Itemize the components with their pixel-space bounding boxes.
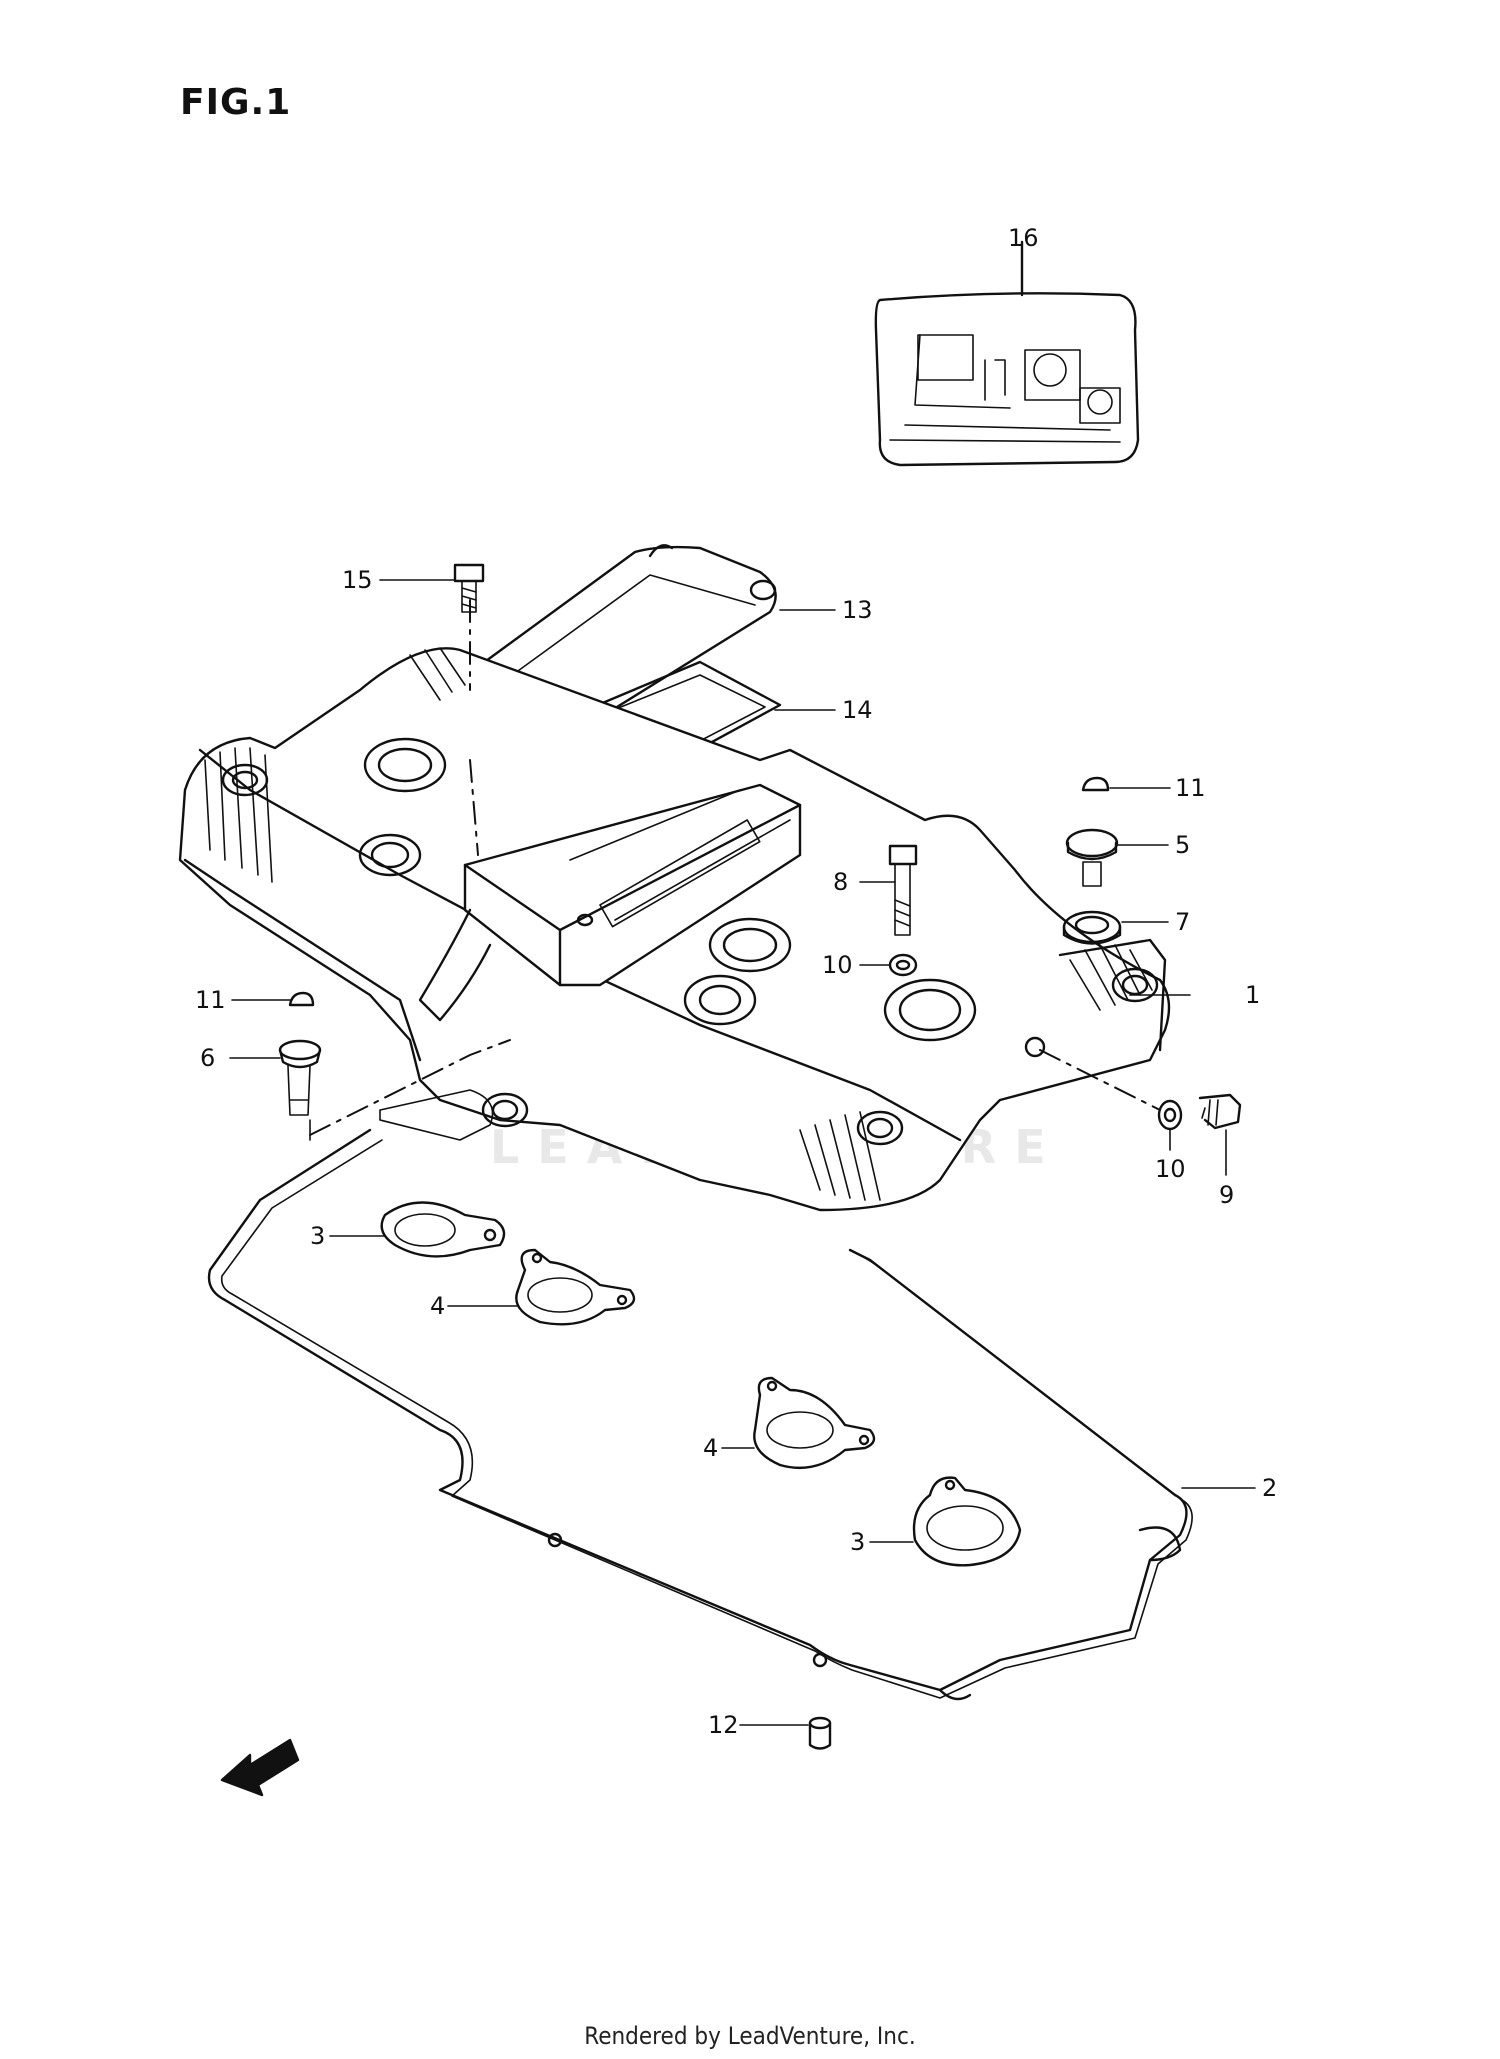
part-1-cylinder-head-cover bbox=[178, 647, 1171, 1212]
callout-12: 12 bbox=[708, 1711, 739, 1739]
part-5-grommet bbox=[1065, 828, 1119, 887]
callout-4-lower: 4 bbox=[703, 1434, 719, 1462]
part-12-dowel-pin bbox=[808, 1716, 832, 1750]
part-15-bolt bbox=[453, 563, 485, 613]
callout-2: 2 bbox=[1262, 1474, 1278, 1502]
footer-credit: Rendered by LeadVenture, Inc. bbox=[584, 2022, 916, 2050]
callout-3-upper: 3 bbox=[310, 1222, 326, 1250]
callout-10-upper: 10 bbox=[822, 951, 853, 979]
part-8-bolt bbox=[888, 844, 918, 936]
figure-title: FIG.1 bbox=[180, 82, 292, 123]
part-7-seal bbox=[1062, 910, 1122, 945]
callout-6: 6 bbox=[200, 1044, 216, 1072]
callout-11-right: 11 bbox=[1175, 774, 1206, 802]
part-9-bolt bbox=[1198, 1093, 1242, 1130]
callout-9: 9 bbox=[1219, 1181, 1235, 1209]
part-3-plug-gasket-lower bbox=[912, 1476, 1022, 1567]
callout-5: 5 bbox=[1175, 831, 1191, 859]
part-4-plug-gasket-lower bbox=[753, 1376, 876, 1469]
callout-16: 16 bbox=[1008, 224, 1039, 252]
callout-14: 14 bbox=[842, 696, 873, 724]
callout-4-upper: 4 bbox=[430, 1292, 446, 1320]
callout-7: 7 bbox=[1175, 908, 1191, 936]
callout-10-lower: 10 bbox=[1155, 1155, 1186, 1183]
callout-1: 1 bbox=[1245, 981, 1261, 1009]
part-11-caps bbox=[288, 776, 1110, 1007]
part-4-plug-gasket-upper bbox=[515, 1248, 636, 1326]
callout-15: 15 bbox=[342, 566, 373, 594]
callout-11-left: 11 bbox=[195, 986, 226, 1014]
callout-8: 8 bbox=[833, 868, 849, 896]
part-10-washers bbox=[888, 953, 1183, 1131]
part-16-gasket-set bbox=[874, 292, 1140, 467]
part-6-bolt bbox=[278, 1039, 322, 1116]
part-2-cover-gasket bbox=[207, 1089, 1193, 1701]
callout-3-lower: 3 bbox=[850, 1528, 866, 1556]
fwd-arrow-icon bbox=[220, 1738, 300, 1797]
callout-13: 13 bbox=[842, 596, 873, 624]
part-3-plug-gasket-upper bbox=[380, 1201, 506, 1258]
